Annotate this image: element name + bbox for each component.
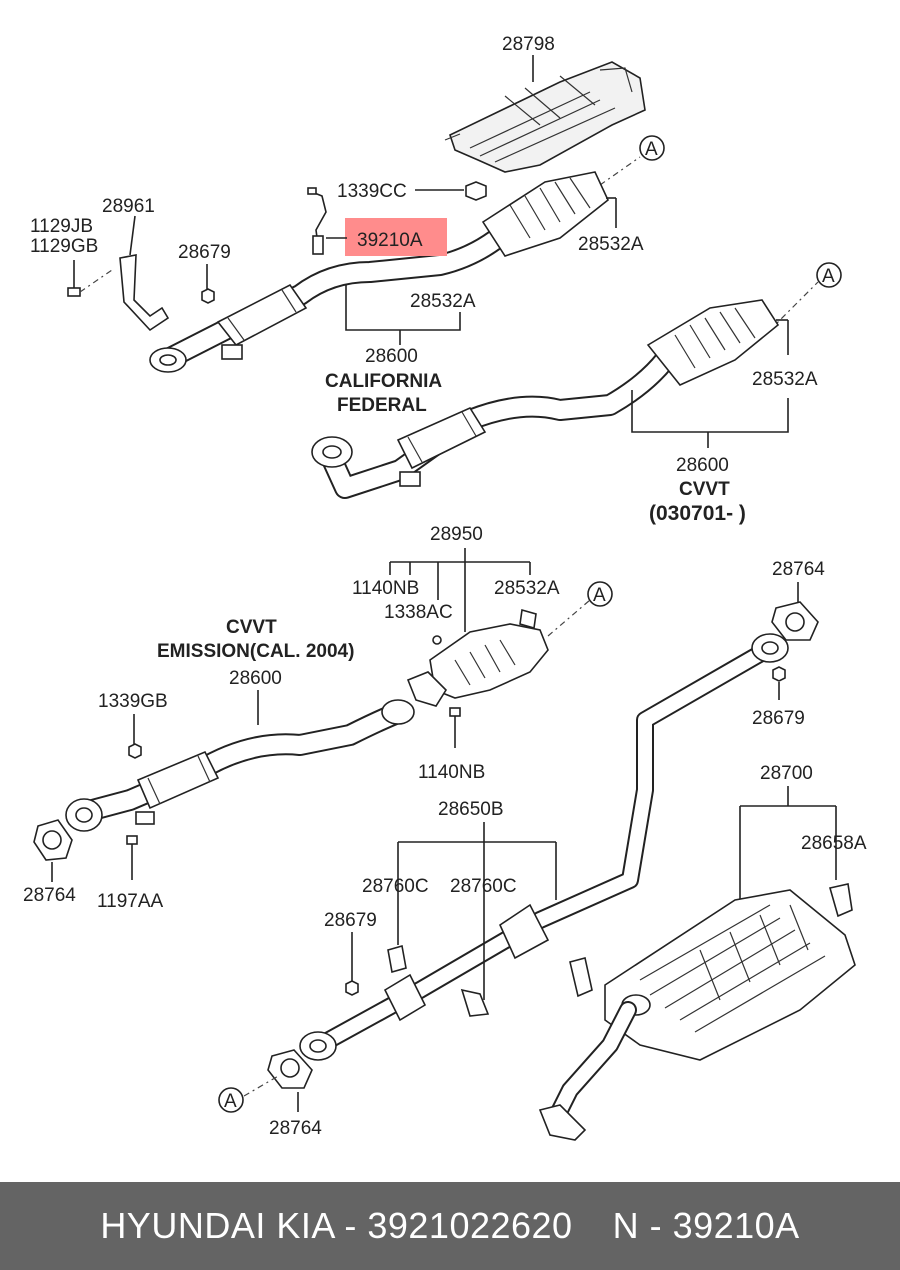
label-date-030701: (030701- ) <box>649 502 746 525</box>
gasket-28764-left <box>33 819 73 861</box>
label-nut-28679-1: 28679 <box>178 242 231 263</box>
oxygen-sensor-drawing <box>307 187 327 255</box>
front-pipe-california <box>149 171 609 373</box>
label-bolt-1129gb: 1129GB <box>30 236 98 257</box>
label-nut-28679-top: 28679 <box>752 708 805 729</box>
catalytic-converter-28950 <box>406 608 549 748</box>
label-muffler-28700: 28700 <box>760 763 813 784</box>
label-hanger-28760c-2: 28760C <box>450 876 517 897</box>
label-gasket-28764-bottom: 28764 <box>269 1118 322 1139</box>
label-pipe-28600-3: 28600 <box>229 668 282 689</box>
label-bolt-1140nb-bottom: 1140NB <box>418 762 485 783</box>
front-pipe-cvvt-emission <box>65 699 415 832</box>
ref-a-label-3: A <box>593 585 606 606</box>
label-center-pipe-28650b: 28650B <box>438 799 504 820</box>
footer-reference: N - 39210A <box>612 1205 800 1246</box>
nut-1339cc-drawing <box>465 181 487 201</box>
label-cvvt-2: CVVT <box>226 617 277 638</box>
ref-a-circle-4 <box>218 1087 244 1113</box>
gasket-28764-bottom <box>267 1049 313 1089</box>
label-pipe-28600-2: 28600 <box>676 455 729 476</box>
label-gasket-28764-left: 28764 <box>23 885 76 906</box>
label-nut-28679-bottom: 28679 <box>324 910 377 931</box>
label-cvvt-1: CVVT <box>679 479 730 500</box>
heat-shield-drawing <box>444 61 646 173</box>
label-gasket-28532a-4: 28532A <box>494 578 560 599</box>
ref-a-label-2: A <box>822 266 835 287</box>
label-federal: FEDERAL <box>337 395 427 416</box>
label-hanger-28760c-1: 28760C <box>362 876 429 897</box>
ref-a-label-1: A <box>645 139 658 160</box>
label-nut-1339cc: 1339CC <box>337 181 407 202</box>
label-sensor-39210a: 39210A <box>357 230 423 251</box>
rear-muffler-28700 <box>538 883 856 1141</box>
label-emission-cal-2004: EMISSION(CAL. 2004) <box>157 641 354 662</box>
label-gasket-28532a-3: 28532A <box>752 369 818 390</box>
ref-a-circle-2 <box>816 262 842 288</box>
ref-a-circle-1 <box>639 135 665 161</box>
label-bolt-1338ac: 1338AC <box>384 602 453 623</box>
label-bolt-1129jb: 1129JB <box>30 216 93 237</box>
footer-brand-partnumber: HYUNDAI KIA - 3921022620 <box>100 1205 573 1246</box>
label-nut-1339gb: 1339GB <box>98 691 168 712</box>
ref-a-label-4: A <box>224 1091 237 1112</box>
label-heat-shield: 28798 <box>502 34 555 55</box>
gasket-28764-top <box>771 601 819 641</box>
label-gasket-28532a-1: 28532A <box>578 234 644 255</box>
footer-bar: HYUNDAI KIA - 3921022620 N - 39210A <box>0 1182 900 1270</box>
label-bracket-28961: 28961 <box>102 196 155 217</box>
label-gasket-28532a-2: 28532A <box>410 291 476 312</box>
label-gasket-28764-top: 28764 <box>772 559 825 580</box>
bracket-28961-drawing <box>119 254 170 332</box>
label-california: CALIFORNIA <box>325 371 442 392</box>
front-pipe-cvvt <box>311 299 780 499</box>
label-bolt-1140nb-top: 1140NB <box>352 578 419 599</box>
label-hanger-28658a: 28658A <box>801 833 867 854</box>
ref-a-circle-3 <box>587 581 613 607</box>
label-assembly-28950: 28950 <box>430 524 483 545</box>
center-pipe-28650b <box>299 633 789 1061</box>
highlight-box <box>345 218 447 256</box>
label-pipe-28600-1: 28600 <box>365 346 418 367</box>
label-bolt-1197aa: 1197AA <box>97 891 164 912</box>
